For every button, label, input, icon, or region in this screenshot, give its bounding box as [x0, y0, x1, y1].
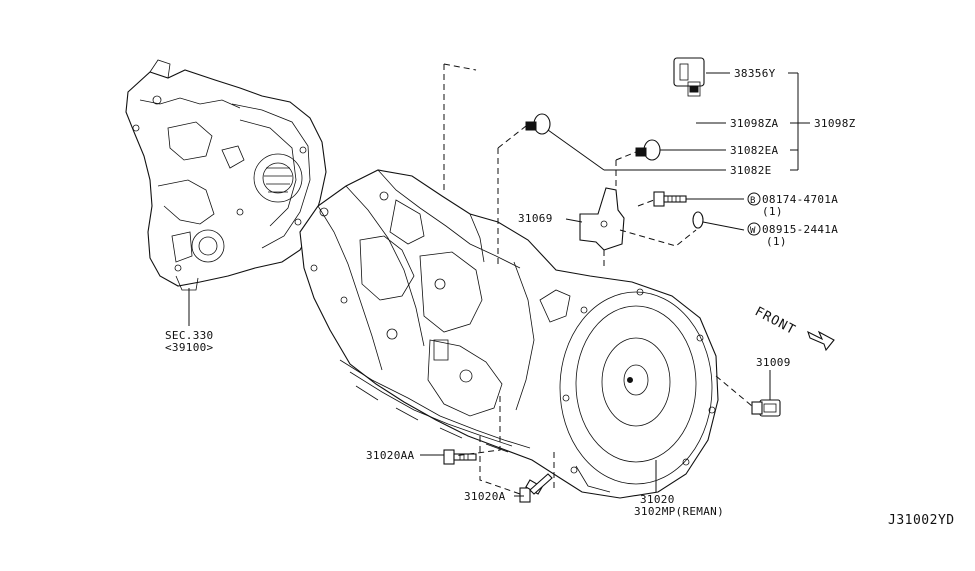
- bolt-31009: [751, 399, 781, 417]
- washer-marker-circle: [747, 222, 761, 236]
- bolt-08174: [653, 191, 687, 207]
- callout-washer-qty: (1): [766, 235, 787, 248]
- callout-3102mp-reman: 3102MP(REMAN): [634, 505, 724, 518]
- front-arrow-icon: [807, 330, 835, 352]
- callout-31082e: 31082E: [730, 164, 772, 177]
- transfer-case: [125, 59, 327, 291]
- clip-31082ea: [635, 139, 661, 161]
- callout-08915-2441a: 08915-2441A: [762, 223, 838, 236]
- dash-tube-top: [443, 63, 477, 71]
- callout-sec330: SEC.330: [165, 329, 213, 342]
- transmission-assembly: [299, 169, 719, 499]
- callout-31098za: 31098ZA: [730, 117, 779, 130]
- clip-31082e: [525, 113, 551, 135]
- callout-08174-4701a: 08174-4701A: [762, 193, 838, 206]
- diagram-code: J31002YD: [888, 513, 955, 528]
- front-direction-indicator: FRONT: [752, 304, 835, 352]
- callout-31082ea: 31082EA: [730, 144, 779, 157]
- breather-tube: [475, 69, 691, 127]
- bolt-marker: B: [750, 196, 756, 206]
- bracket-31069: [579, 187, 625, 251]
- front-label: FRONT: [752, 304, 798, 338]
- callout-31069: 31069: [518, 212, 553, 225]
- callout-31098z: 31098Z: [814, 117, 856, 130]
- callout-38356y: 38356Y: [734, 67, 776, 80]
- callout-31020aa: 31020AA: [366, 449, 415, 462]
- bolt-marker-circle: [747, 192, 761, 206]
- connector-38356y: [673, 57, 705, 97]
- callout-31020: 31020: [640, 493, 675, 506]
- washer-08915: [692, 211, 704, 229]
- callout-39100: <39100>: [165, 341, 214, 354]
- bolt-31020a: [519, 473, 553, 503]
- callout-31009: 31009: [756, 356, 791, 369]
- washer-marker: W: [750, 226, 756, 236]
- callout-bolt-qty: (1): [762, 205, 783, 218]
- bolt-31020aa: [443, 449, 477, 465]
- callout-31020a: 31020A: [464, 490, 506, 503]
